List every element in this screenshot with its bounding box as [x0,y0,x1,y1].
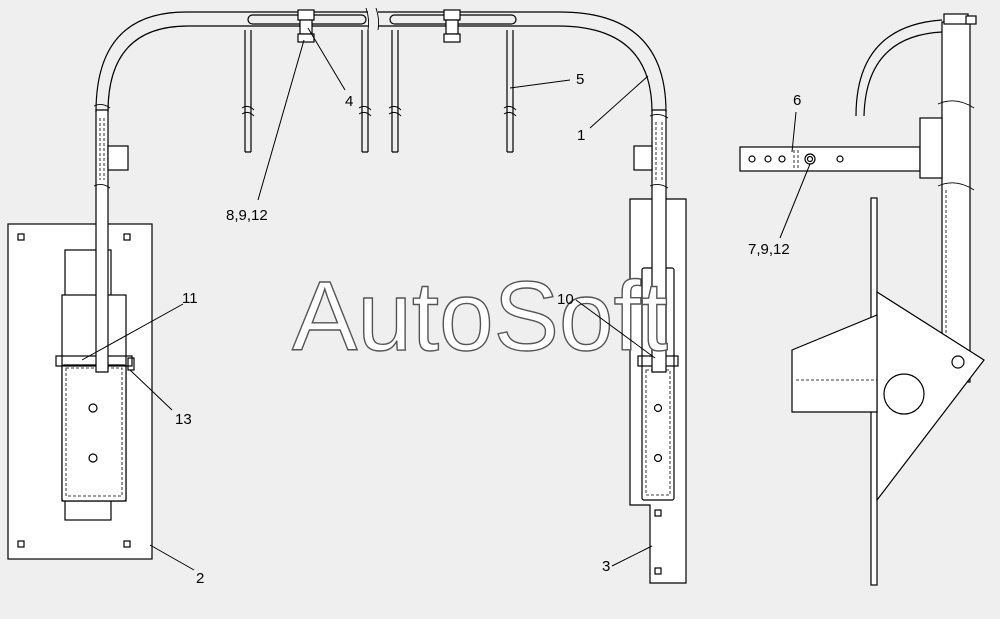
slot-bars [247,9,517,43]
callout-8-9-12: 8,9,12 [226,207,268,224]
leader-lines [81,27,811,571]
callout-13: 13 [175,411,192,428]
side-view [739,13,985,586]
callout-6: 6 [793,92,801,109]
frame-tube [93,7,669,373]
callouts: 4 5 1 8,9,12 6 7,9,12 10 11 13 2 3 [175,71,801,587]
callout-2: 2 [196,570,204,587]
callout-4: 4 [345,93,353,110]
watermark: AutoSoft [292,261,668,371]
left-base-plate [7,223,153,560]
vertical-rods [241,30,517,153]
callout-7-9-12: 7,9,12 [748,241,790,258]
callout-1: 1 [577,127,585,144]
callout-3: 3 [602,558,610,575]
callout-11: 11 [182,290,198,307]
callout-5: 5 [576,71,584,88]
callout-10: 10 [557,291,574,308]
